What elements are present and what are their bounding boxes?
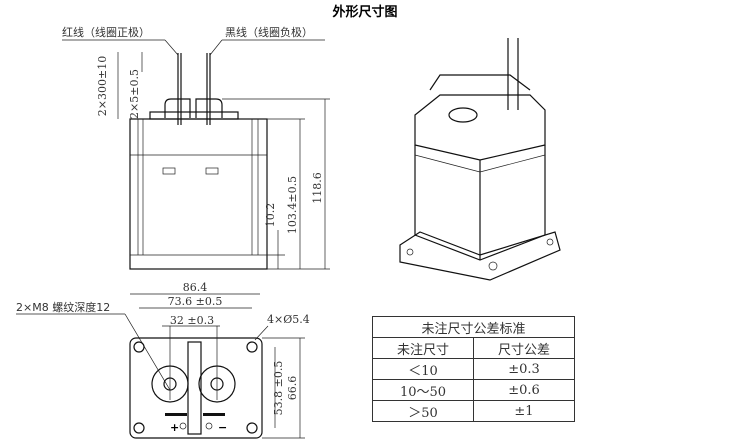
red-wire-label: 红线（线圈正极） <box>62 25 150 39</box>
tolerance-table: 未注尺寸公差标准 未注尺寸 尺寸公差 ＜10 ±0.3 10～50 ±0.6 ＞… <box>372 316 575 422</box>
black-wire-label: 黑线（线圈负极） <box>225 25 313 39</box>
row-tolerance: ±0.3 <box>473 358 575 380</box>
hole-spacing-x-dimension: 73.6 ±0.5 <box>168 295 223 308</box>
hole-spacing-y-dimension: 53.8 ±0.5 <box>272 361 285 416</box>
thread-label: 2×M8 螺纹深度12 <box>16 300 110 314</box>
header-dimension: 未注尺寸 <box>372 337 474 359</box>
tolerance-table-title: 未注尺寸公差标准 <box>372 316 575 338</box>
overall-width-dimension: 86.4 <box>183 281 208 294</box>
base-height-dimension: 10.2 <box>264 203 277 228</box>
table-row: ＞50 ±1 <box>372 400 575 422</box>
body-height-dimension: 103.4±0.5 <box>286 176 299 234</box>
plus-mark: + <box>170 421 179 434</box>
row-range: ＞50 <box>372 400 474 422</box>
overall-depth-dimension: 66.6 <box>286 376 299 401</box>
bottom-view: 2×M8 螺纹深度12 86.4 73.6 ±0.5 32 ±0.3 4×Ø5.… <box>16 281 310 439</box>
row-tolerance: ±0.6 <box>473 379 575 401</box>
row-range: 10～50 <box>372 379 474 401</box>
wire-strip-dimension: 2×5±0.5 <box>128 69 141 119</box>
drawing-title: 外形尺寸图 <box>331 4 397 20</box>
header-tolerance: 尺寸公差 <box>473 337 575 359</box>
total-height-dimension: 118.6 <box>311 172 324 204</box>
hole-diameter-dimension: 4×Ø5.4 <box>267 313 310 326</box>
minus-mark: − <box>218 421 227 434</box>
row-range: ＜10 <box>372 358 474 380</box>
wire-length-dimension: 2×300±10 <box>96 56 109 116</box>
front-view: 红线（线圈正极） 黑线（线圈负极） 2×300±10 2×5±0.5 <box>62 25 330 270</box>
perspective-view <box>399 38 561 281</box>
terminal-spacing-dimension: 32 ±0.3 <box>170 314 214 327</box>
table-row: 10～50 ±0.6 <box>372 379 575 401</box>
table-row: ＜10 ±0.3 <box>372 358 575 380</box>
row-tolerance: ±1 <box>473 400 575 422</box>
